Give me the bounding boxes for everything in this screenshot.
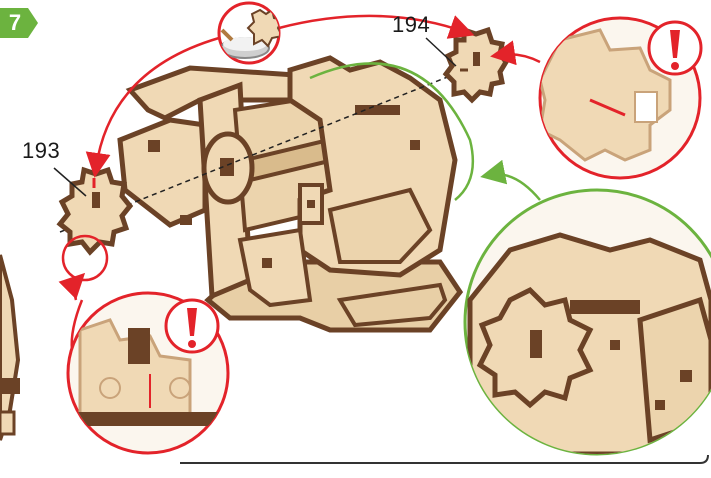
step-number: 7 — [0, 8, 30, 38]
red-arrow-to-warning-193 — [74, 280, 78, 300]
warning-callout-194 — [540, 18, 701, 178]
green-arrow-to-callout — [490, 174, 540, 200]
step-badge: 7 — [0, 8, 38, 38]
red-arrow-glue-to-194 — [279, 16, 465, 32]
detail-callout-green — [465, 190, 711, 454]
part-label-193: 193 — [22, 138, 60, 164]
wooden-mechanism — [120, 58, 460, 330]
glue-callout — [219, 3, 282, 63]
left-edge-piece — [0, 255, 20, 440]
page-divider — [180, 455, 708, 463]
warning-callout-193 — [68, 293, 230, 453]
part-label-194: 194 — [392, 12, 430, 38]
